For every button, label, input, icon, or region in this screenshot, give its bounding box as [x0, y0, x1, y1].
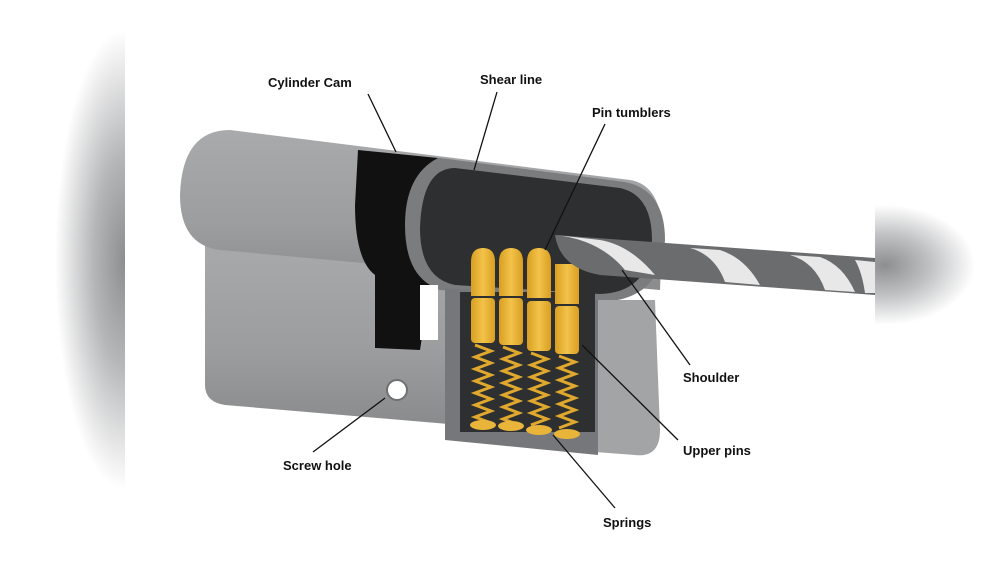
label-shoulder: Shoulder: [683, 370, 739, 385]
blurred-right-margin: [875, 0, 1000, 563]
label-shear-line: Shear line: [480, 72, 542, 87]
label-cylinder-cam: Cylinder Cam: [268, 75, 352, 90]
upper-pin: [555, 306, 579, 354]
upper-pin: [471, 298, 495, 343]
label-screw-hole: Screw hole: [283, 458, 352, 473]
label-pin-tumblers: Pin tumblers: [592, 105, 671, 120]
housing-right: [595, 300, 660, 456]
blurred-left-margin: [0, 0, 125, 563]
spring-bases: [470, 420, 580, 439]
twisted-key: [555, 235, 875, 295]
cam-slot: [420, 285, 438, 340]
screw-hole: [386, 379, 408, 401]
pin-stack-2: [499, 248, 523, 345]
pin-tumbler: [471, 248, 495, 296]
label-upper-pins: Upper pins: [683, 443, 751, 458]
pin-stack-1: [471, 248, 495, 343]
pin-tumbler: [527, 248, 551, 298]
pin-tumbler: [555, 264, 579, 304]
label-springs: Springs: [603, 515, 651, 530]
pin-stack-3: [527, 248, 551, 351]
cylinder-cam: [355, 150, 438, 350]
springs: [470, 343, 580, 430]
leader-lines: [312, 91, 691, 509]
upper-pin: [499, 298, 523, 345]
pin-tumbler: [499, 248, 523, 296]
upper-pin: [527, 301, 551, 351]
pin-stack-4: [555, 264, 579, 354]
